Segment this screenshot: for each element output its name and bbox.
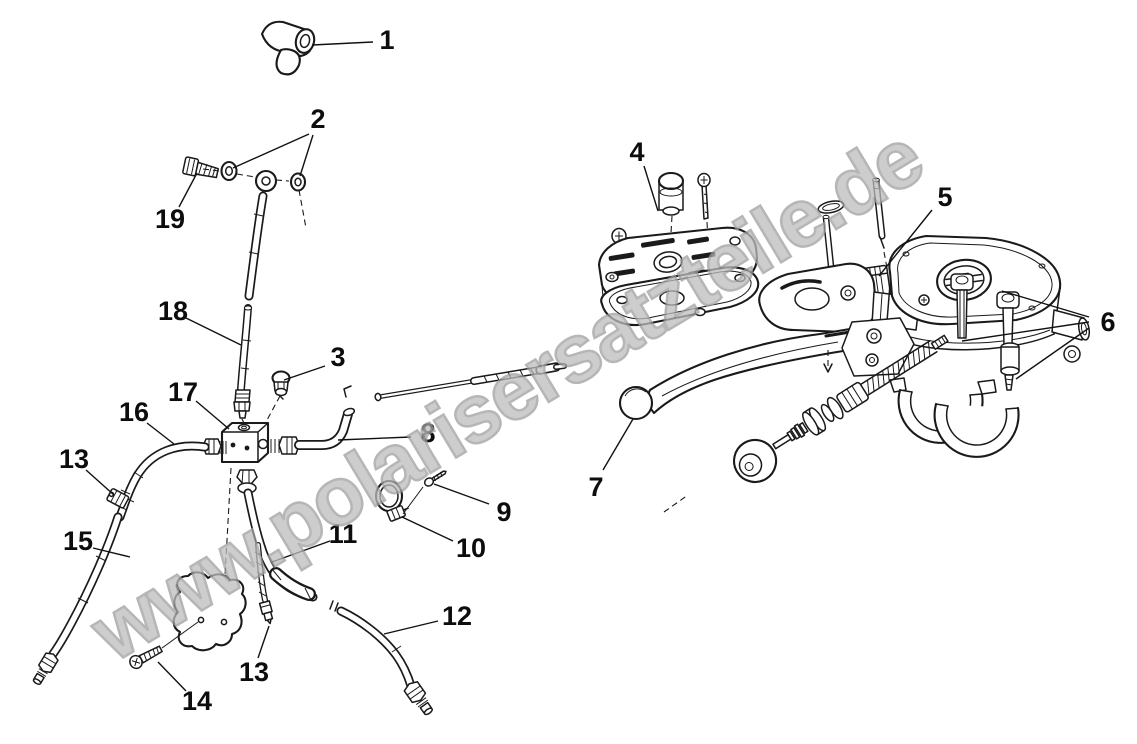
handlebar-clamp [889,377,1020,458]
part-15-hose-lower [32,512,123,686]
leader-line-15 [92,547,131,558]
callout-14: 14 [182,686,212,716]
part-18-tube [233,304,253,419]
part-17-junction-block [220,421,270,464]
callout-10: 10 [456,533,486,563]
leader-line-3 [283,365,326,381]
callout-17: 17 [168,377,198,407]
leader-line-16 [146,422,175,445]
leader-line-6 [961,321,1090,342]
construction-lines [161,168,307,649]
leader-line-4 [643,165,659,212]
part-3-grommet [271,370,291,400]
callout-15: 15 [63,526,93,556]
part-9-screw [423,470,447,487]
part-8-pipe [270,385,356,455]
leader-line-13b [257,625,270,659]
leader-line-1 [311,41,374,46]
leader-line-2 [299,134,314,177]
part-10-hose-clamp [374,479,424,522]
leader-line-8 [337,436,412,441]
callout-leader-lines [85,41,1090,692]
leader-line-6 [1015,327,1090,380]
part-1-elbow-boot [260,20,316,76]
diaphragm-plug [657,171,685,216]
leader-line-18 [185,317,242,346]
callout-16: 16 [119,397,149,427]
callout-3: 3 [330,342,345,372]
callout-13a: 13 [59,444,89,474]
leader-line-6 [1001,290,1090,318]
rod-end-link [244,169,278,301]
leader-line-7 [602,418,634,471]
part-14-bolt [129,645,163,670]
piston-assembly [663,334,949,513]
leader-line-14 [157,661,187,692]
gasket-plate [600,266,760,326]
leader-line-19 [178,172,198,208]
part-13-fitting-lower [254,542,274,625]
leader-line-5 [878,209,933,277]
leader-line-13a [85,469,115,496]
leader-line-11 [271,540,331,563]
mounting-pad [172,571,247,652]
part-16-hose-upper [115,438,227,522]
callout-11: 11 [329,519,358,549]
part-6-clamp-screws [950,273,1020,391]
callout-13b: 13 [239,657,269,687]
part-19-bolt [182,156,219,179]
callout-9: 9 [496,497,511,527]
callout-18: 18 [158,296,188,326]
leader-line-10 [401,516,454,542]
part-11-hose [236,469,339,612]
callout-5: 5 [937,182,952,212]
leader-line-17 [195,400,230,430]
cable-rod [374,362,567,402]
callout-19: 19 [155,204,185,234]
leader-line-9 [433,483,490,505]
callout-2: 2 [310,104,325,134]
callout-4: 4 [629,137,644,167]
part-2-washers [220,160,307,192]
part-12-hose [336,606,433,716]
callout-6: 6 [1100,307,1115,337]
callout-1: 1 [379,25,394,55]
callout-12: 12 [442,601,472,631]
callout-7: 7 [588,472,603,502]
leader-line-2 [232,133,310,169]
master-cylinder-body [841,234,1091,458]
callout-8: 8 [420,418,435,448]
leader-line-12 [383,620,439,635]
